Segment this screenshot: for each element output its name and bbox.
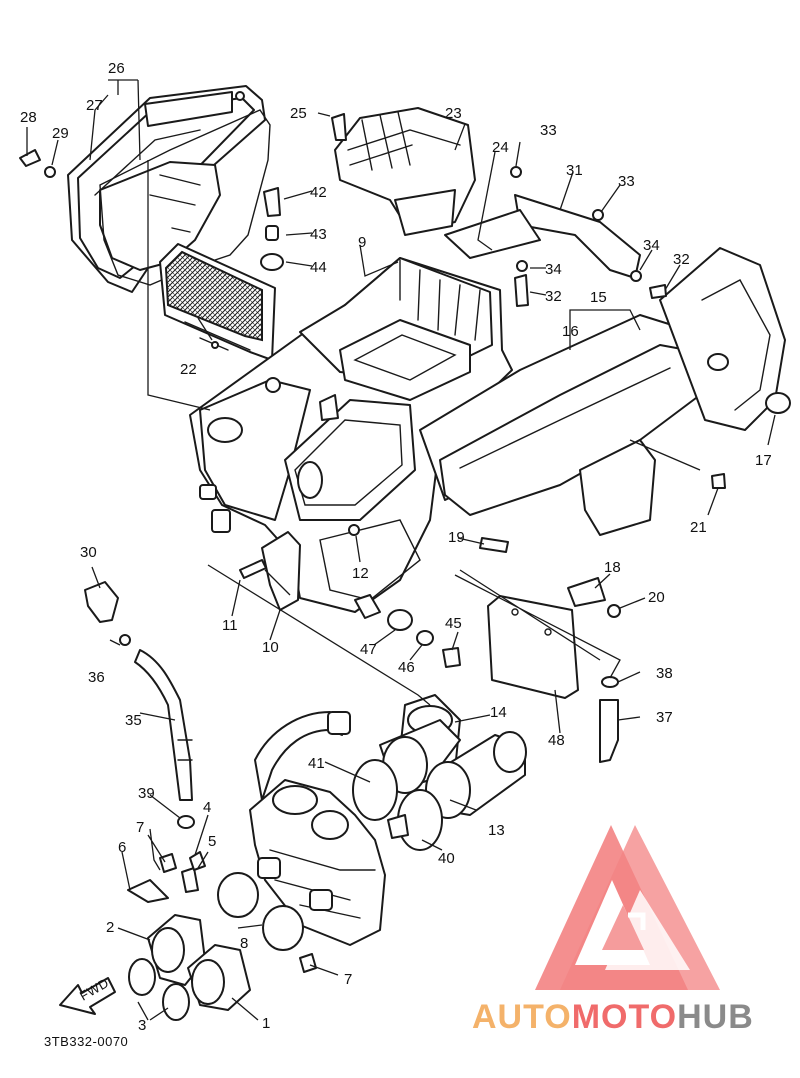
label-22: 22 — [180, 361, 197, 378]
fwd-arrow: FWD — [59, 975, 116, 1015]
label-34-right: 34 — [643, 237, 660, 254]
label-21: 21 — [690, 519, 707, 536]
label-5: 5 — [208, 833, 216, 850]
label-37: 37 — [656, 709, 673, 726]
label-25: 25 — [290, 105, 307, 122]
label-47: 47 — [360, 641, 377, 658]
leader-lines — [26, 79, 776, 1021]
label-41: 41 — [308, 755, 325, 772]
label-30: 30 — [80, 544, 97, 561]
label-16: 16 — [562, 323, 579, 340]
label-26: 26 — [108, 60, 125, 77]
label-24: 24 — [492, 139, 509, 156]
label-23: 23 — [445, 105, 462, 122]
label-32-right: 32 — [673, 251, 690, 268]
watermark-part-moto: MOTO — [572, 998, 677, 1036]
intake-duct — [419, 247, 791, 618]
label-45: 45 — [445, 615, 462, 632]
label-38: 38 — [656, 665, 673, 682]
label-35: 35 — [125, 712, 142, 729]
label-33-top: 33 — [540, 122, 557, 139]
label-13: 13 — [488, 822, 505, 839]
label-29: 29 — [52, 125, 69, 142]
label-7-top: 7 — [136, 819, 144, 836]
label-10: 10 — [262, 639, 279, 656]
label-33-right: 33 — [618, 173, 635, 190]
label-7-bottom: 7 — [344, 971, 352, 988]
manifolds — [127, 851, 317, 1021]
diagram-code: 3TB332-0070 — [44, 1034, 128, 1049]
label-32-left: 32 — [545, 288, 562, 305]
label-46: 46 — [398, 659, 415, 676]
label-19: 19 — [448, 529, 465, 546]
part-labels: 26 27 28 29 25 23 24 33 31 33 42 43 44 9… — [20, 60, 772, 1049]
mount-bracket — [261, 531, 301, 611]
label-40: 40 — [438, 850, 455, 867]
watermark-logo — [535, 825, 720, 990]
label-12: 12 — [352, 565, 369, 582]
label-9: 9 — [358, 234, 366, 251]
silencer-box — [334, 107, 476, 236]
watermark-part-auto: AUTO — [472, 998, 572, 1036]
label-18: 18 — [604, 559, 621, 576]
label-34-left: 34 — [545, 261, 562, 278]
label-20: 20 — [648, 589, 665, 606]
label-36: 36 — [88, 669, 105, 686]
label-44: 44 — [310, 259, 327, 276]
drain-hose — [84, 581, 195, 829]
label-6: 6 — [118, 839, 126, 856]
label-31: 31 — [566, 162, 583, 179]
label-48: 48 — [548, 732, 565, 749]
intake-joints — [352, 694, 527, 851]
watermark-part-hub: HUB — [677, 998, 754, 1036]
label-27: 27 — [86, 97, 103, 114]
airbox-body — [189, 257, 513, 619]
air-filter — [159, 243, 276, 361]
label-28: 28 — [20, 109, 37, 126]
label-14: 14 — [490, 704, 507, 721]
watermark-text: AUTOMOTOHUB — [472, 998, 754, 1036]
label-17: 17 — [755, 452, 772, 469]
label-39: 39 — [138, 785, 155, 802]
label-8: 8 — [240, 935, 248, 952]
label-43: 43 — [310, 226, 327, 243]
label-3: 3 — [138, 1017, 146, 1034]
label-1: 1 — [262, 1015, 270, 1032]
label-11: 11 — [222, 617, 238, 634]
label-2: 2 — [106, 919, 114, 936]
carburetor-assembly — [249, 711, 386, 946]
fasteners — [19, 113, 726, 579]
intake-plate — [444, 209, 541, 259]
label-15: 15 — [590, 289, 607, 306]
cover-gasket — [99, 109, 271, 286]
airbox-cover-assembly — [67, 85, 266, 293]
label-42: 42 — [310, 184, 327, 201]
label-4: 4 — [203, 799, 211, 816]
